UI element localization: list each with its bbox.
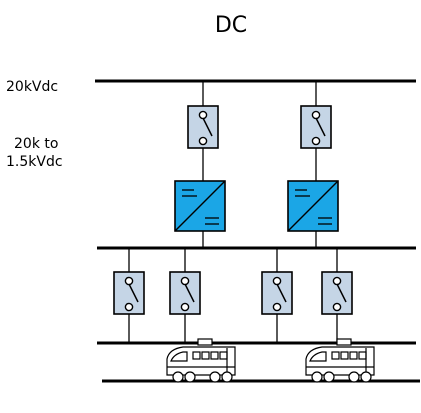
dc-converter-right	[287, 180, 339, 232]
train-icon-right	[305, 338, 375, 383]
upper-switch-right[interactable]	[300, 105, 332, 149]
high-voltage-label: 20kVdc	[6, 79, 58, 95]
upper-switch-left[interactable]	[187, 105, 219, 149]
conversion-label-line2: 1.5kVdc	[6, 154, 63, 170]
section-switch-1[interactable]	[113, 271, 145, 315]
section-switch-3[interactable]	[261, 271, 293, 315]
conversion-label-line1: 20k to	[14, 136, 58, 152]
train-icon-left	[166, 338, 236, 383]
diagram-title: DC	[215, 13, 247, 38]
section-switch-2[interactable]	[169, 271, 201, 315]
section-switch-4[interactable]	[321, 271, 353, 315]
dc-converter-left	[174, 180, 226, 232]
